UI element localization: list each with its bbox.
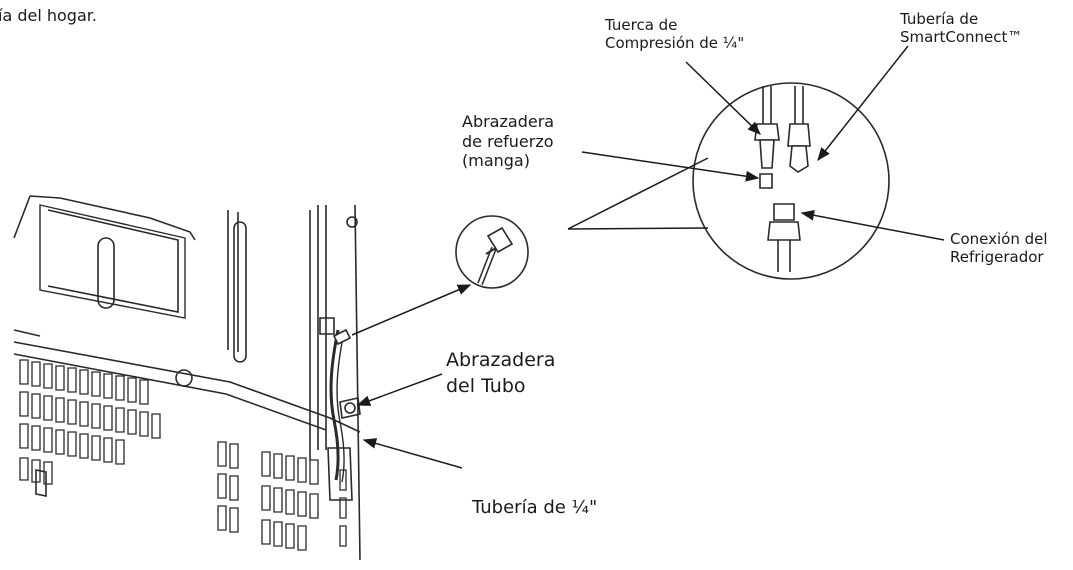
label-conexion-line2: Refrigerador bbox=[950, 248, 1044, 267]
header-fragment: ía del hogar. bbox=[0, 6, 97, 25]
label-conexion-refrigerador: Conexión del Refrigerador bbox=[950, 230, 1048, 267]
label-abrazadera-refuerzo-line3: (manga) bbox=[462, 151, 530, 171]
callout-lines bbox=[351, 45, 945, 469]
label-abrazadera-tubo: Abrazadera del Tubo bbox=[446, 348, 555, 399]
label-abrazadera-tubo-line2: del Tubo bbox=[446, 374, 526, 397]
label-tuberia-cuarto: Tubería de ¼" bbox=[472, 497, 598, 518]
label-tuerca: Tuerca de Compresión de ¼" bbox=[605, 16, 744, 53]
label-abrazadera-tubo-line1: Abrazadera bbox=[446, 349, 556, 371]
label-tuerca-line1: Tuerca de bbox=[605, 16, 678, 34]
label-abrazadera-refuerzo-line2: de refuerzo bbox=[462, 131, 554, 151]
label-tuberia-smartconnect: Tubería de SmartConnect™ bbox=[900, 10, 1022, 47]
refrigerator-back bbox=[13, 195, 361, 561]
label-tuberia-smartconnect-line2: SmartConnect™ bbox=[900, 28, 1023, 47]
label-tuberia-smartconnect-line1: Tubería de bbox=[900, 10, 979, 28]
label-conexion-line1: Conexión del bbox=[950, 230, 1048, 248]
label-abrazadera-refuerzo: Abrazadera de refuerzo (manga) bbox=[462, 112, 554, 171]
fitting-detail-small bbox=[455, 215, 529, 289]
fitting-detail-large bbox=[692, 82, 890, 280]
label-tuerca-line2: Compresión de ¼" bbox=[605, 34, 745, 53]
label-abrazadera-refuerzo-line1: Abrazadera bbox=[462, 112, 555, 131]
